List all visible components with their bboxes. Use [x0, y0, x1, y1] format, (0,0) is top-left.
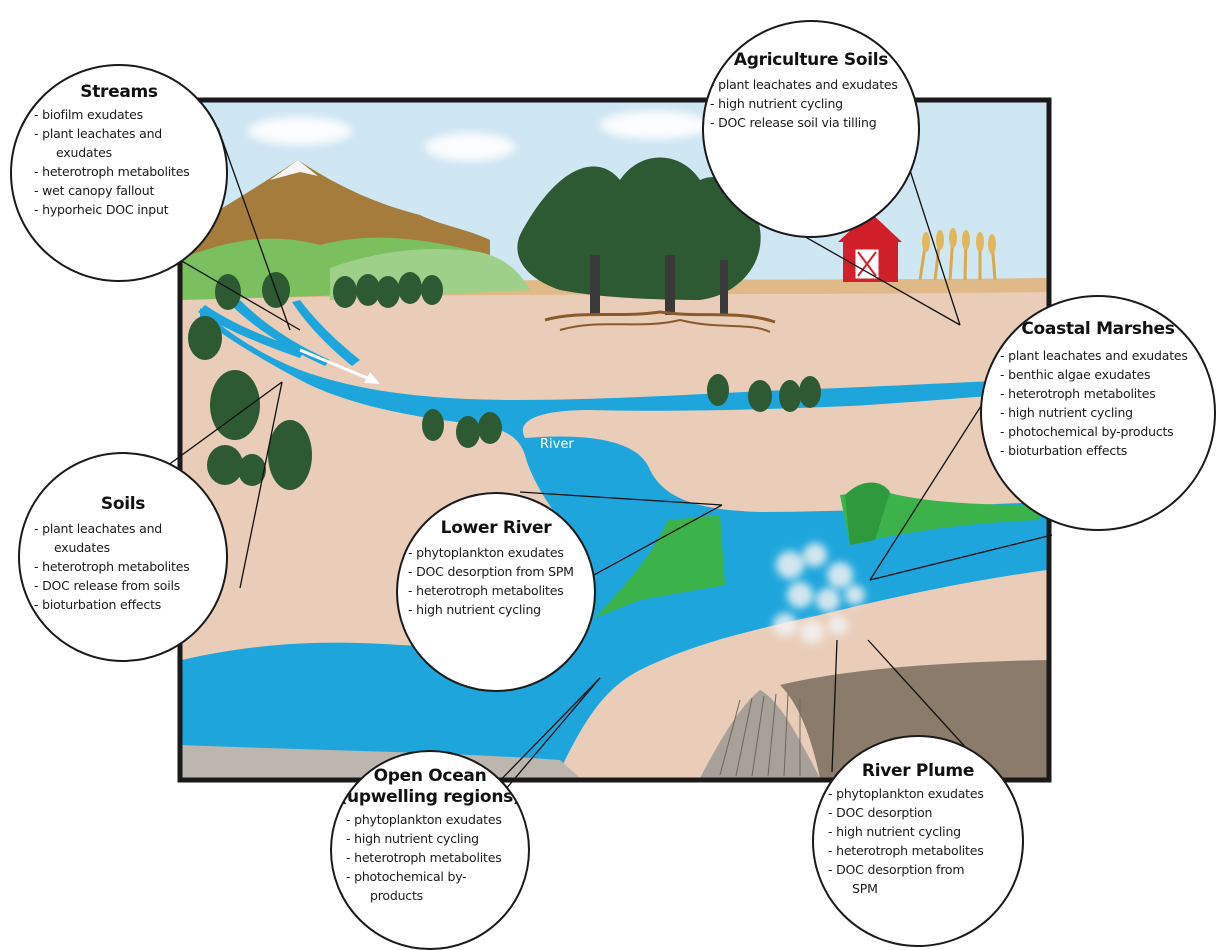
callout-title: Lower River — [440, 518, 552, 538]
callout-streams: Streams biofilm exudates plant leachates… — [10, 64, 228, 282]
callout-title: Coastal Marshes — [1021, 319, 1175, 339]
callout-item: high nutrient cycling — [710, 94, 918, 113]
callout-item: heterotroph metabolites — [408, 581, 594, 600]
callout-item: exudates — [56, 145, 112, 160]
callout-item: high nutrient cycling — [1000, 403, 1214, 422]
callout-item: phytoplankton exudates — [408, 543, 594, 562]
barn — [838, 212, 902, 282]
callout-agriculture-soils: Agriculture Soils plant leachates and ex… — [702, 20, 920, 238]
callout-item: heterotroph metabolites — [34, 557, 226, 576]
callout-open-ocean: Open Ocean (upwelling regions) phytoplan… — [330, 750, 530, 950]
callout-title: River Plume — [861, 761, 975, 781]
callout-item: phytoplankton exudates — [346, 810, 528, 829]
callout-item: bioturbation effects — [34, 595, 226, 614]
callout-item: wet canopy fallout — [34, 181, 226, 200]
callout-item: bioturbation effects — [1000, 441, 1214, 460]
callout-item: DOC desorption from SPM — [408, 562, 594, 581]
callout-title: Soils — [100, 494, 146, 514]
callout-item: plant leachates and — [34, 124, 226, 143]
callout-item: SPM — [852, 881, 878, 896]
shelf-striations — [719, 693, 801, 777]
callout-item: photochemical by- — [346, 867, 528, 886]
callout-item: biofilm exudates — [34, 105, 226, 124]
small-trees — [188, 272, 821, 490]
callout-item: high nutrient cycling — [408, 600, 594, 619]
callout-item: plant leachates and — [34, 519, 226, 538]
callout-title: Agriculture Soils — [733, 50, 889, 70]
callout-item: photochemical by-products — [1000, 422, 1214, 441]
callout-item: DOC desorption — [828, 803, 1022, 822]
callout-item: benthic algae exudates — [1000, 365, 1214, 384]
callout-item: heterotroph metabolites — [828, 841, 1022, 860]
large-trees — [517, 157, 776, 333]
callout-item: plant leachates and exudates — [1000, 346, 1214, 365]
callout-item: DOC release from soils — [34, 576, 226, 595]
shelf-slope — [700, 690, 820, 778]
river-label: River — [540, 437, 574, 452]
callout-item: phytoplankton exudates — [828, 784, 1022, 803]
callout-item: heterotroph metabolites — [1000, 384, 1214, 403]
callout-subtitle: (upwelling regions) — [339, 787, 521, 807]
marsh-grass — [595, 482, 1040, 618]
callout-item: products — [370, 888, 423, 903]
callout-item: high nutrient cycling — [828, 822, 1022, 841]
callout-soils: Soils plant leachates and exudates heter… — [18, 452, 228, 662]
shelf — [780, 660, 1047, 778]
callout-lower-river: Lower River phytoplankton exudates DOC d… — [396, 492, 596, 692]
callout-item: hyporheic DOC input — [34, 200, 226, 219]
callout-item: heterotroph metabolites — [34, 162, 226, 181]
callout-title: Open Ocean — [373, 766, 487, 786]
callout-item: exudates — [54, 540, 110, 555]
callout-item: DOC release soil via tilling — [710, 113, 918, 132]
callout-river-plume: River Plume phytoplankton exudates DOC d… — [812, 735, 1024, 947]
river-plume-particles — [773, 543, 865, 644]
callout-item: DOC desorption from — [828, 860, 1022, 879]
water — [182, 300, 1047, 778]
callout-item: plant leachates and exudates — [710, 75, 918, 94]
wheat-heads — [922, 228, 996, 254]
callout-title: Streams — [80, 82, 158, 102]
flow-arrow — [299, 348, 380, 384]
callout-item: high nutrient cycling — [346, 829, 528, 848]
callout-item: heterotroph metabolites — [346, 848, 528, 867]
callout-coastal-marshes: Coastal Marshes plant leachates and exud… — [980, 295, 1216, 531]
clouds — [248, 111, 710, 161]
